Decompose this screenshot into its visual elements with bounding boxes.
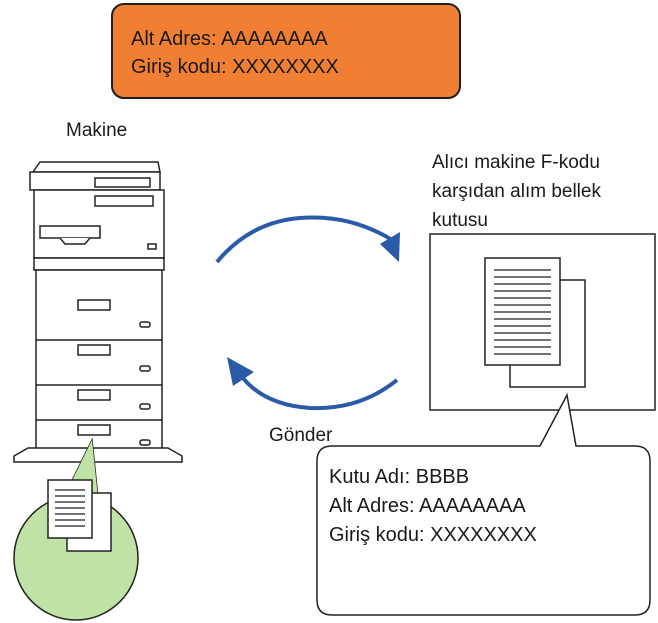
callout-bubble [316, 392, 651, 616]
top-box-passcode: Giriş kodu: XXXXXXXX [131, 56, 339, 78]
recipient-label: Alıcı makine F-kodu karşıdan alım bellek… [432, 148, 601, 235]
top-box-sub-address: Alt Adres: AAAAAAAA [131, 28, 328, 50]
printer-icon [13, 161, 183, 463]
callout-passcode: Giriş kodu: XXXXXXXX [329, 524, 537, 546]
curved-arrow-icon [215, 215, 400, 264]
document-icon [47, 479, 112, 552]
recipient-label-line1: Alıcı makine F-kodu [432, 152, 600, 173]
curved-arrow-return-icon [227, 357, 399, 411]
recipient-label-line3: kutusu [432, 210, 488, 231]
callout-box-name: Kutu Adı: BBBB [329, 466, 470, 488]
send-label: Gönder [269, 425, 333, 446]
callout-text: Kutu Adı: BBBB Alt Adres: AAAAAAAA Giriş… [329, 463, 537, 550]
callout-sub-address: Alt Adres: AAAAAAAA [329, 495, 526, 517]
machine-label: Makine [66, 120, 128, 141]
recipient-label-line2: karşıdan alım bellek [432, 181, 601, 202]
recipient-memory-box [429, 233, 656, 411]
top-info-box: Alt Adres: AAAAAAAA Giriş kodu: XXXXXXXX [111, 3, 461, 99]
